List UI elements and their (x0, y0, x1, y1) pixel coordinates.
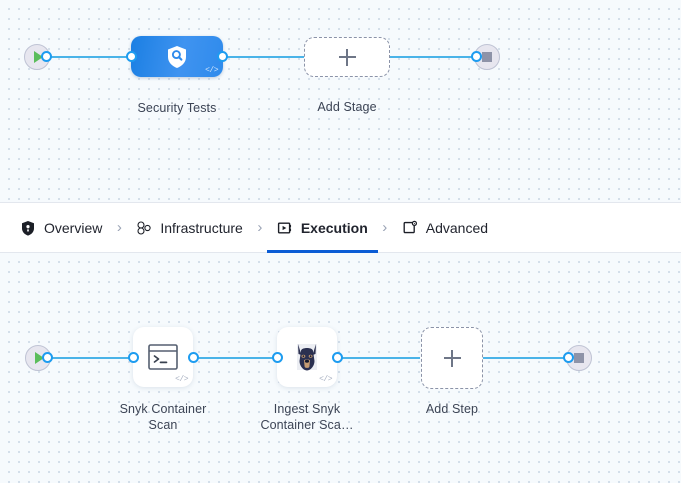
tab-overview-label: Overview (44, 219, 103, 236)
step-label-ingest-snyk-container-scan: Ingest Snyk Container Sca… (237, 401, 377, 433)
stop-icon (574, 353, 584, 363)
plus-icon (338, 48, 356, 66)
settings-card-icon (403, 220, 417, 233)
step-node-snyk-container-scan[interactable]: </> (133, 327, 193, 387)
step-code-badge: </> (175, 375, 188, 384)
shield-search-icon (168, 45, 186, 68)
step-connector-1 (194, 357, 278, 359)
stage-connector-end (388, 56, 481, 58)
stage-config-tabs: Overview › Infrastructure › Execution (0, 202, 681, 253)
tab-advanced-label: Advanced (425, 219, 489, 236)
tab-infrastructure[interactable]: Infrastructure (134, 203, 244, 253)
stage-start-port[interactable] (41, 51, 52, 62)
tab-overview[interactable]: Overview (18, 203, 104, 253)
terminal-icon (148, 344, 178, 370)
step-connector-end (483, 357, 568, 359)
stage-node-security-tests[interactable]: </> (131, 36, 223, 77)
stage-in-port[interactable] (126, 51, 137, 62)
tab-execution[interactable]: Execution (266, 203, 378, 253)
step2-in-port[interactable] (272, 352, 283, 363)
step-end-port[interactable] (563, 352, 574, 363)
add-stage-button[interactable] (304, 37, 390, 77)
play-icon (34, 51, 43, 63)
add-stage-label: Add Stage (317, 100, 377, 114)
stage-connector-1 (218, 56, 308, 58)
step-start-port[interactable] (42, 352, 53, 363)
shield-filled-icon (22, 220, 34, 236)
stop-icon (482, 52, 492, 62)
step-canvas[interactable]: </> Snyk Container Scan </> (0, 253, 681, 483)
stage-canvas[interactable]: </> Security Tests Add Stage (0, 0, 681, 202)
tab-active-underline (266, 249, 378, 253)
step-label-line2: Container Sca… (260, 418, 354, 432)
step-label-line1: Ingest Snyk (273, 402, 341, 416)
plus-icon (443, 349, 461, 367)
stage-code-badge: </> (205, 66, 218, 75)
stage-connector-start (42, 56, 138, 58)
tab-separator-1: › (116, 219, 122, 236)
step-label-snyk-container-scan: Snyk Container Scan (93, 401, 233, 433)
step-label-line2: Scan (148, 418, 178, 432)
tab-separator-3: › (382, 219, 388, 236)
step-node-ingest-snyk-container-scan[interactable]: </> (277, 327, 337, 387)
add-step-label: Add Step (425, 402, 479, 416)
tab-advanced[interactable]: Advanced (400, 203, 490, 253)
tab-execution-label: Execution (300, 219, 368, 236)
stage-end-port[interactable] (471, 51, 482, 62)
tab-infrastructure-label: Infrastructure (160, 219, 243, 236)
snyk-dog-icon (297, 344, 317, 371)
step-code-badge: </> (319, 375, 332, 384)
step-connector-2 (338, 357, 420, 359)
step-label-line1: Snyk Container (119, 402, 207, 416)
step1-out-port[interactable] (188, 352, 199, 363)
stage-out-port[interactable] (217, 51, 228, 62)
play-icon (35, 352, 44, 364)
step-connector-start (43, 357, 133, 359)
step2-out-port[interactable] (332, 352, 343, 363)
add-step-button[interactable] (421, 327, 483, 389)
step1-in-port[interactable] (128, 352, 139, 363)
tab-separator-2: › (257, 219, 263, 236)
nodes-cluster-icon (137, 220, 152, 235)
play-box-icon (277, 222, 291, 234)
stage-label-security-tests: Security Tests (137, 101, 217, 115)
